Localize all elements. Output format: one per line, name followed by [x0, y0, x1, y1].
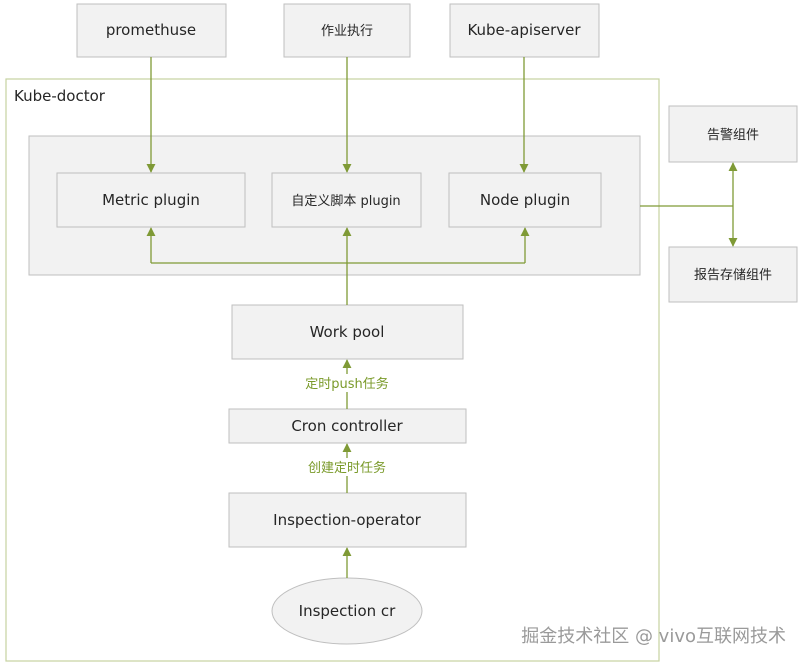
work-pool-label: Work pool	[310, 323, 385, 341]
kube-doctor-title: Kube-doctor	[14, 87, 106, 105]
metric-plugin-box: Metric plugin	[56, 172, 246, 228]
promethuse-label: promethuse	[106, 21, 196, 39]
cron-controller-box: Cron controller	[228, 408, 467, 444]
push-task-edge-label: 定时push任务	[305, 376, 389, 392]
node-plugin-label: Node plugin	[480, 191, 570, 209]
job-exec-label: 作业执行	[321, 24, 373, 39]
watermark-text: 掘金技术社区 @ vivo互联网技术	[521, 626, 786, 647]
inspection-operator-box: Inspection-operator	[228, 492, 467, 548]
create-task-edge-label: 创建定时任务	[308, 460, 386, 476]
promethuse-box: promethuse	[76, 3, 227, 58]
node-plugin-box: Node plugin	[448, 172, 602, 228]
custom-script-plugin-box: 自定义脚本 plugin	[271, 172, 422, 228]
report-storage-box: 报告存储组件	[668, 246, 798, 303]
job-exec-box: 作业执行	[283, 3, 411, 58]
alert-component-label: 告警组件	[707, 127, 759, 143]
cron-controller-label: Cron controller	[291, 417, 403, 435]
apiserver-label: Kube-apiserver	[467, 21, 581, 39]
custom-script-plugin-label: 自定义脚本 plugin	[291, 193, 400, 209]
apiserver-box: Kube-apiserver	[449, 3, 600, 58]
kube-doctor-frame	[5, 78, 660, 662]
inspection-cr-label: Inspection cr	[299, 602, 396, 620]
inspection-cr-node: Inspection cr	[271, 577, 423, 645]
work-pool-box: Work pool	[231, 304, 464, 360]
alert-component-box: 告警组件	[668, 105, 798, 163]
metric-plugin-label: Metric plugin	[102, 191, 200, 209]
report-storage-label: 报告存储组件	[694, 268, 772, 283]
inspection-operator-label: Inspection-operator	[273, 511, 422, 529]
